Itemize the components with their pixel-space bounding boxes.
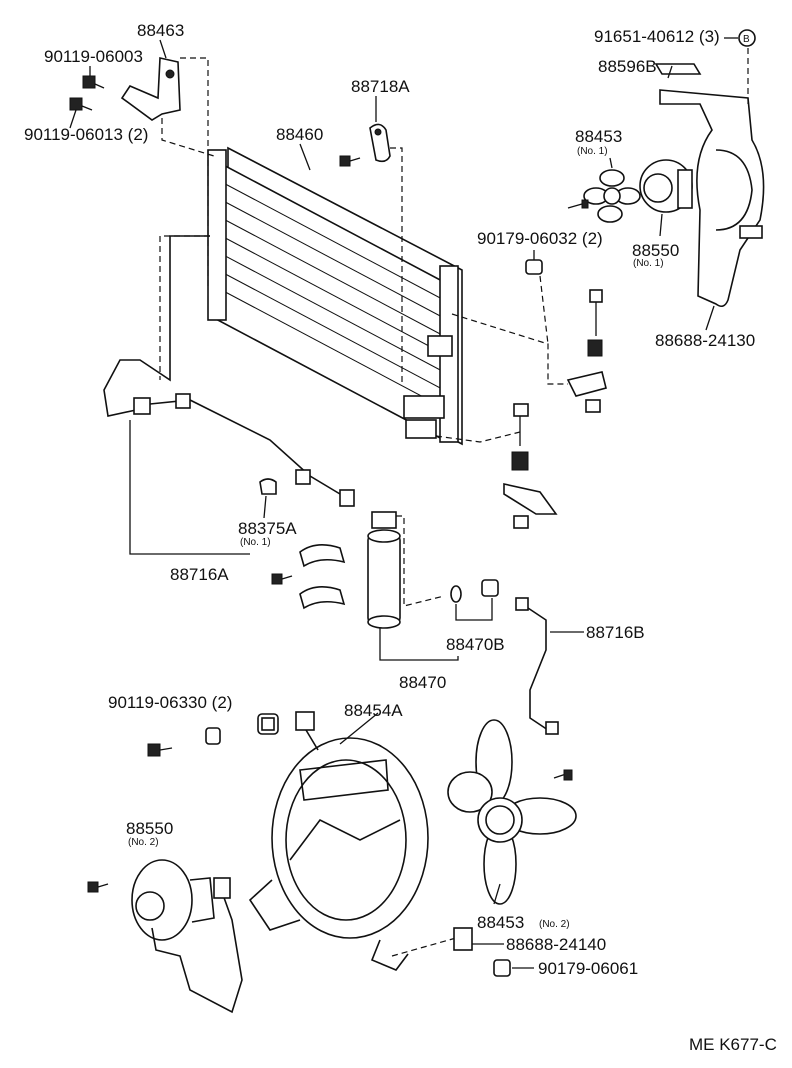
nut-90179-06061[interactable] bbox=[493, 959, 511, 977]
screw-fan-no2[interactable] bbox=[553, 769, 573, 781]
label-90179-06061: 90179-06061 bbox=[538, 959, 638, 978]
label-88463: 88463 bbox=[137, 21, 184, 40]
screw-clamp[interactable] bbox=[271, 573, 293, 585]
pipe-88716B[interactable] bbox=[515, 597, 559, 735]
label-88688-24130: 88688-24130 bbox=[655, 331, 755, 350]
bolt-90119-06330[interactable] bbox=[147, 743, 173, 757]
grommet-mount-upper[interactable] bbox=[566, 289, 607, 413]
bolt-90119-06003[interactable] bbox=[82, 75, 105, 89]
label-88716A: 88716A bbox=[170, 565, 229, 584]
label-88453-top-sub: (No. 1) bbox=[577, 146, 608, 157]
collar[interactable] bbox=[205, 727, 221, 745]
label-90119-06013: 90119-06013 (2) bbox=[24, 125, 148, 144]
label-91651-40612: 91651-40612 (3) bbox=[594, 27, 720, 46]
nut-90179-06032[interactable] bbox=[525, 259, 543, 275]
fan-blade-88453-no1[interactable] bbox=[583, 169, 641, 223]
label-88470: 88470 bbox=[399, 673, 446, 692]
label-88375A-sub: (No. 1) bbox=[240, 537, 271, 548]
diagram-code: ME K677-C bbox=[689, 1035, 777, 1054]
oring-88470B[interactable] bbox=[450, 585, 462, 603]
fan-motor-88550-no1[interactable] bbox=[639, 159, 693, 213]
label-88375A: 88375A bbox=[238, 519, 297, 538]
label-88453-bottom-sub: (No. 2) bbox=[539, 919, 570, 930]
bolt-condenser-top[interactable] bbox=[339, 155, 361, 167]
label-88718A: 88718A bbox=[351, 77, 410, 96]
label-90179-06032: 90179-06032 (2) bbox=[477, 229, 603, 248]
condenser-88460[interactable] bbox=[207, 146, 463, 446]
clamp-bracket-upper[interactable] bbox=[299, 544, 346, 568]
pipe-88716A[interactable] bbox=[103, 235, 355, 507]
label-88596B: 88596B bbox=[598, 57, 657, 76]
label-88550-bottom-sub: (No. 2) bbox=[128, 837, 159, 848]
bolt-90119-06013[interactable] bbox=[69, 97, 93, 111]
reference-letter-b: B bbox=[743, 34, 750, 45]
label-88453-bottom: 88453 bbox=[477, 913, 524, 932]
label-88716B: 88716B bbox=[586, 623, 645, 642]
clamp-bracket-lower[interactable] bbox=[299, 586, 346, 610]
label-88550-top-sub: (No. 1) bbox=[633, 258, 664, 269]
label-88550-bottom: 88550 bbox=[126, 819, 173, 838]
bracket-88688-24140[interactable] bbox=[453, 927, 473, 951]
label-plate-88596B bbox=[654, 63, 702, 75]
receiver-88470[interactable] bbox=[367, 511, 401, 629]
shroud-88454A[interactable] bbox=[248, 711, 429, 971]
label-88550-top: 88550 bbox=[632, 241, 679, 260]
bracket-88463[interactable] bbox=[120, 57, 181, 121]
screw-fan-no1[interactable] bbox=[567, 199, 589, 209]
label-88453-top: 88453 bbox=[575, 127, 622, 146]
fan-blade-88453-no2[interactable] bbox=[447, 719, 577, 905]
screw-motor-no2[interactable] bbox=[87, 881, 109, 893]
label-90119-06330: 90119-06330 (2) bbox=[108, 693, 232, 712]
grommet-mount-lower[interactable] bbox=[503, 403, 558, 529]
plug-88470B[interactable] bbox=[481, 579, 499, 597]
bracket-88718A[interactable] bbox=[369, 123, 391, 163]
label-88688-24140: 88688-24140 bbox=[506, 935, 606, 954]
label-88454A: 88454A bbox=[344, 701, 403, 720]
fan-shroud-88688-24130[interactable] bbox=[659, 89, 765, 308]
label-88470B: 88470B bbox=[446, 635, 505, 654]
label-90119-06003: 90119-06003 bbox=[44, 47, 143, 66]
fan-motor-88550-no2[interactable] bbox=[131, 859, 243, 1014]
label-88460: 88460 bbox=[276, 125, 323, 144]
reference-circle-b bbox=[738, 29, 756, 47]
grommet-cushion[interactable] bbox=[257, 713, 279, 735]
plug-88375A[interactable] bbox=[259, 478, 277, 495]
